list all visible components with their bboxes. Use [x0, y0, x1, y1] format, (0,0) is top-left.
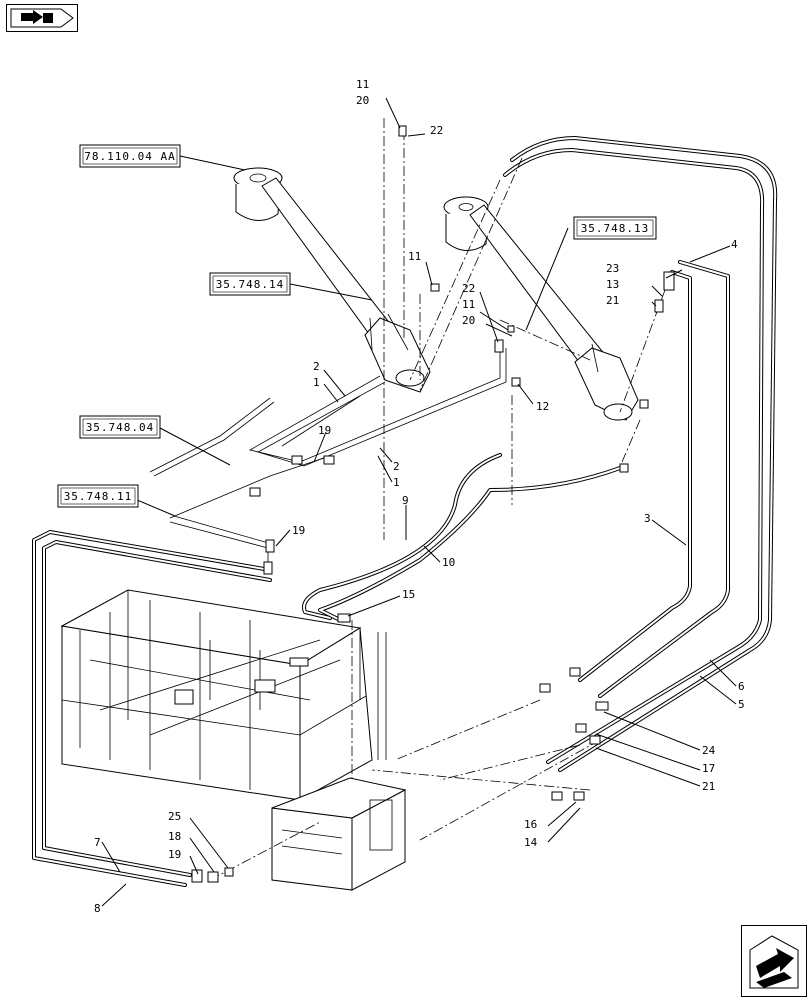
callout-22: 22 [462, 282, 475, 295]
reference-label: 35.748.11 [64, 490, 133, 503]
hoses-3-4 [578, 260, 730, 698]
callout-numbers: 11 20 22 11 22 11 20 23 13 21 4 2 1 12 1… [94, 78, 745, 915]
callout-12: 12 [536, 400, 549, 413]
callout-25: 25 [168, 810, 181, 823]
assembly-center-lines [209, 118, 666, 881]
reference-box-78-110-04-aa[interactable]: 78.110.04 AA [79, 144, 181, 168]
tubes-7-8 [32, 530, 272, 887]
reference-box-35-748-13[interactable]: 35.748.13 [573, 216, 657, 240]
callout-19: 19 [318, 424, 331, 437]
outer-hoses-5-6 [503, 136, 778, 772]
reference-label: 35.748.04 [86, 421, 155, 434]
reference-label: 35.748.13 [581, 222, 650, 235]
next-button[interactable] [741, 925, 807, 997]
callout-7: 7 [94, 836, 101, 849]
right-boom-arm [443, 196, 639, 421]
callout-23: 23 [606, 262, 619, 275]
callout-1: 1 [393, 476, 400, 489]
callout-24: 24 [702, 744, 716, 757]
callout-2: 2 [393, 460, 400, 473]
back-button[interactable] [6, 4, 78, 32]
callout-5: 5 [738, 698, 745, 711]
reference-label: 78.110.04 AA [84, 150, 175, 163]
callout-21: 21 [606, 294, 619, 307]
fittings [191, 125, 675, 883]
reference-label: 35.748.14 [216, 278, 285, 291]
callout-16: 16 [524, 818, 537, 831]
valve-block [271, 777, 407, 891]
hoses-9-10 [302, 453, 622, 622]
callout-19: 19 [292, 524, 305, 537]
callout-20: 20 [356, 94, 369, 107]
callout-11: 11 [356, 78, 369, 91]
reference-box-35-748-11[interactable]: 35.748.11 [57, 484, 139, 508]
callout-15: 15 [402, 588, 415, 601]
callout-4: 4 [731, 238, 738, 251]
next-arrow-icon [749, 935, 799, 989]
callout-11: 11 [462, 298, 475, 311]
mounting-frame [60, 589, 387, 801]
leader-lines [101, 97, 737, 907]
callout-13: 13 [606, 278, 619, 291]
callout-1: 1 [313, 376, 320, 389]
callout-21: 21 [702, 780, 715, 793]
callout-9: 9 [402, 494, 409, 507]
callout-8: 8 [94, 902, 101, 915]
callout-3: 3 [644, 512, 651, 525]
callout-17: 17 [702, 762, 715, 775]
tubes-748-04-11 [149, 397, 331, 572]
callout-14: 14 [524, 836, 538, 849]
callout-18: 18 [168, 830, 181, 843]
back-arrow-icon [10, 8, 74, 28]
callout-10: 10 [442, 556, 455, 569]
callout-19: 19 [168, 848, 181, 861]
callout-20: 20 [462, 314, 475, 327]
callout-11: 11 [408, 250, 421, 263]
callout-2: 2 [313, 360, 320, 373]
reference-box-35-748-14[interactable]: 35.748.14 [209, 272, 291, 296]
callout-22: 22 [430, 124, 443, 137]
callout-6: 6 [738, 680, 745, 693]
reference-box-35-748-04[interactable]: 35.748.04 [79, 415, 161, 439]
